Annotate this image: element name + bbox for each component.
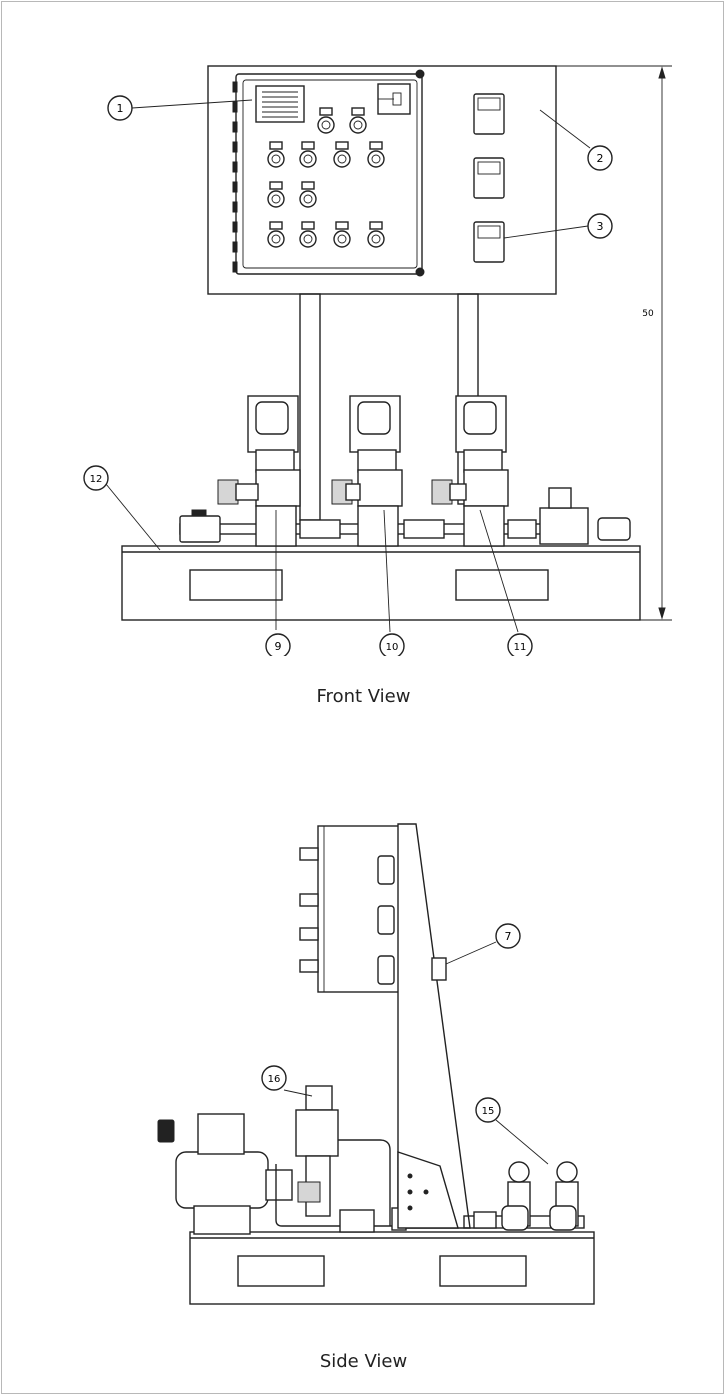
front-callout-circles — [83, 95, 613, 656]
dimension-label: 50 — [642, 309, 654, 319]
pump-assembly-11 — [431, 395, 509, 547]
panel-nameplate — [255, 85, 305, 123]
callout-3: 3 — [597, 220, 604, 233]
callout-12: 12 — [90, 474, 103, 485]
side-gauges — [463, 1161, 585, 1231]
door-hinges — [232, 81, 238, 273]
callout-16: 16 — [268, 1074, 281, 1085]
side-motor — [157, 1113, 293, 1235]
callout-15: 15 — [482, 1106, 495, 1117]
side-valve-16 — [275, 1085, 398, 1227]
pump-assembly-10 — [331, 395, 403, 547]
side-base-skid — [189, 1231, 595, 1305]
selector-switches — [267, 107, 385, 248]
height-dimension — [556, 65, 672, 621]
bracket-bolts — [407, 1173, 429, 1211]
control-panel-door — [235, 73, 423, 275]
callout-1: 1 — [117, 102, 124, 115]
control-panel-enclosure — [207, 65, 557, 295]
side-callout-circles — [261, 923, 521, 1123]
callout-11: 11 — [514, 642, 527, 653]
side-view-caption: Side View — [319, 1351, 408, 1372]
callout-7: 7 — [505, 930, 512, 943]
side-callout-leaders — [283, 941, 549, 1165]
side-knobs — [299, 847, 319, 973]
side-meters — [377, 855, 395, 985]
panel-meters — [473, 93, 505, 263]
side-view-drawing: 7 16 15 — [157, 823, 595, 1305]
front-view-caption: Front View — [316, 686, 411, 707]
base-skid — [121, 545, 641, 621]
callout-2: 2 — [597, 152, 604, 165]
front-view-drawing: 1 2 3 9 10 11 12 50 — [83, 65, 672, 656]
callout-9: 9 — [275, 640, 282, 653]
callout-leaders — [105, 99, 591, 633]
side-bracket — [397, 1151, 459, 1229]
callout-10: 10 — [386, 642, 399, 653]
